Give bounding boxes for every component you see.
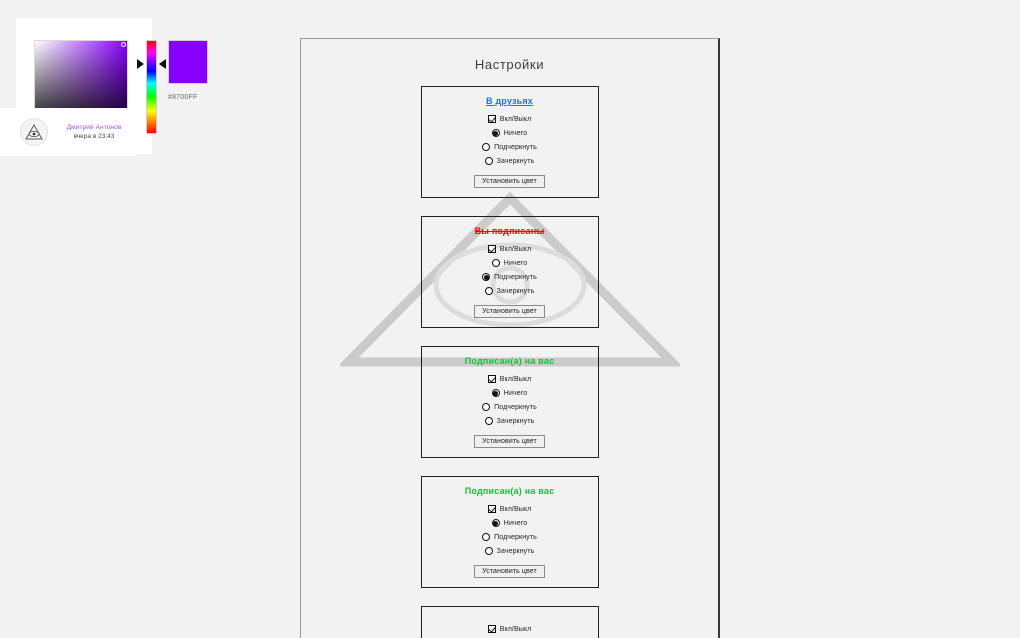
option-row-underline[interactable]: Подчеркнуть	[430, 530, 590, 544]
radio-strikethrough[interactable]	[484, 157, 493, 165]
card-title: Подписан(а) на вас	[464, 486, 555, 496]
radio-none[interactable]	[491, 129, 500, 137]
user-preview-card: Дмитрий Антонов вчера в 23:43	[0, 108, 136, 156]
option-row-strikethrough[interactable]: Зачеркнуть	[430, 544, 590, 558]
hue-marker-left-icon[interactable]	[137, 59, 144, 69]
toggle-checkbox[interactable]	[487, 375, 496, 383]
card-title: Вы подписаны	[474, 226, 545, 236]
settings-card: Вкл/ВыклНичегоПодчеркнутьЗачеркнутьУстан…	[420, 606, 599, 638]
option-label: Зачеркнуть	[496, 287, 535, 295]
radio-underline[interactable]	[482, 533, 491, 541]
option-label: Ничего	[503, 259, 528, 267]
option-label: Вкл/Выкл	[499, 245, 532, 253]
option-row-underline[interactable]: Подчеркнуть	[430, 140, 590, 154]
card-title: Подписан(а) на вас	[464, 356, 555, 366]
option-label: Подчеркнуть	[494, 273, 537, 281]
radio-none[interactable]	[491, 389, 500, 397]
option-label: Ничего	[503, 389, 528, 397]
hue-slider[interactable]	[146, 40, 157, 134]
option-label: Зачеркнуть	[496, 547, 535, 555]
toggle-checkbox[interactable]	[487, 505, 496, 513]
hex-value-label: #8700FF	[168, 94, 198, 101]
all-seeing-eye-pyramid-icon	[24, 122, 44, 142]
radio-strikethrough[interactable]	[484, 287, 493, 295]
radio-none[interactable]	[491, 519, 500, 527]
option-row-toggle[interactable]: Вкл/Выкл	[430, 372, 590, 386]
option-label: Зачеркнуть	[496, 417, 535, 425]
set-color-button[interactable]: Установить цвет	[474, 175, 545, 188]
radio-underline[interactable]	[482, 403, 491, 411]
radio-none[interactable]	[491, 259, 500, 267]
set-color-button[interactable]: Установить цвет	[474, 565, 545, 578]
option-row-strikethrough[interactable]: Зачеркнуть	[430, 414, 590, 428]
option-label: Подчеркнуть	[494, 143, 537, 151]
option-row-none[interactable]: Ничего	[430, 516, 590, 530]
set-color-button[interactable]: Установить цвет	[474, 435, 545, 448]
card-title: В друзьях	[485, 96, 534, 106]
option-row-strikethrough[interactable]: Зачеркнуть	[430, 154, 590, 168]
option-row-toggle[interactable]: Вкл/Выкл	[430, 242, 590, 256]
radio-strikethrough[interactable]	[484, 417, 493, 425]
option-label: Вкл/Выкл	[499, 625, 532, 633]
option-row-strikethrough[interactable]: Зачеркнуть	[430, 284, 590, 298]
option-row-toggle[interactable]: Вкл/Выкл	[430, 112, 590, 126]
set-color-button[interactable]: Установить цвет	[474, 305, 545, 318]
option-label: Вкл/Выкл	[499, 115, 532, 123]
option-label: Вкл/Выкл	[499, 375, 532, 383]
option-row-toggle[interactable]: Вкл/Выкл	[430, 622, 590, 636]
avatar	[20, 118, 48, 146]
sv-cursor-handle[interactable]	[121, 42, 126, 47]
toggle-checkbox[interactable]	[487, 115, 496, 123]
radio-underline[interactable]	[482, 143, 491, 151]
user-timestamp: вчера в 23:43	[73, 133, 115, 140]
option-label: Вкл/Выкл	[499, 505, 532, 513]
hue-marker-right-icon[interactable]	[159, 59, 166, 69]
radio-underline[interactable]	[482, 273, 491, 281]
option-row-toggle[interactable]: Вкл/Выкл	[430, 502, 590, 516]
option-label: Подчеркнуть	[494, 533, 537, 541]
color-preview-swatch	[168, 40, 208, 84]
option-row-underline[interactable]: Подчеркнуть	[430, 270, 590, 284]
option-label: Ничего	[503, 519, 528, 527]
user-name[interactable]: Дмитрий Антонов	[66, 124, 122, 131]
page-title: Настройки	[474, 57, 545, 72]
option-row-none[interactable]: Ничего	[430, 386, 590, 400]
option-label: Зачеркнуть	[496, 157, 535, 165]
color-picker-widget: #8700FF	[16, 18, 208, 154]
radio-strikethrough[interactable]	[484, 547, 493, 555]
option-row-none[interactable]: Ничего	[430, 256, 590, 270]
option-row-underline[interactable]: Подчеркнуть	[430, 400, 590, 414]
option-label: Подчеркнуть	[494, 403, 537, 411]
toggle-checkbox[interactable]	[487, 245, 496, 253]
user-meta: Дмитрий Антонов вчера в 23:43	[56, 123, 136, 141]
option-label: Ничего	[503, 129, 528, 137]
option-row-none[interactable]: Ничего	[430, 126, 590, 140]
toggle-checkbox[interactable]	[487, 625, 496, 633]
